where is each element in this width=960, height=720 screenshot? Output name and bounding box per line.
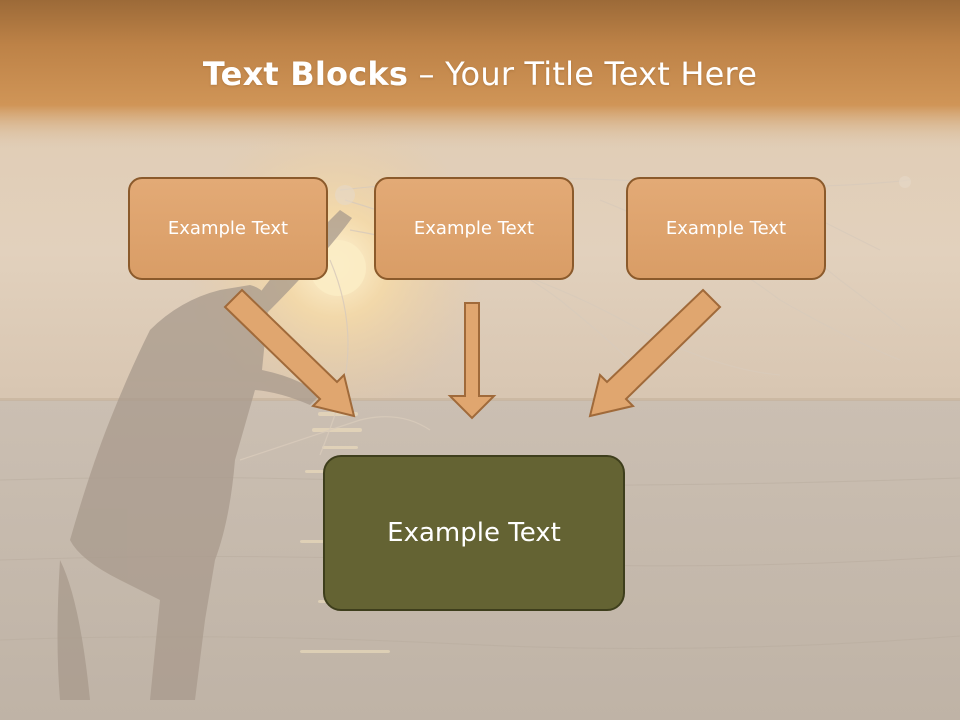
slide-title: Text Blocks – Your Title Text Here	[0, 55, 960, 93]
text-block-1[interactable]: Example Text	[128, 177, 328, 280]
text-block-2[interactable]: Example Text	[374, 177, 574, 280]
text-block-3[interactable]: Example Text	[626, 177, 826, 280]
text-block-1-label: Example Text	[167, 218, 289, 239]
main-text-block[interactable]: Example Text	[323, 455, 625, 611]
arrow-center	[447, 302, 497, 420]
title-rest: Your Title Text Here	[445, 55, 758, 93]
main-text-block-label: Example Text	[387, 518, 561, 548]
text-block-3-label: Example Text	[665, 218, 787, 239]
title-band	[0, 0, 960, 150]
title-dash: –	[408, 55, 446, 93]
title-bold: Text Blocks	[202, 55, 409, 93]
arrow-left	[223, 288, 356, 418]
arrow-right	[588, 288, 722, 418]
text-block-2-label: Example Text	[413, 218, 535, 239]
